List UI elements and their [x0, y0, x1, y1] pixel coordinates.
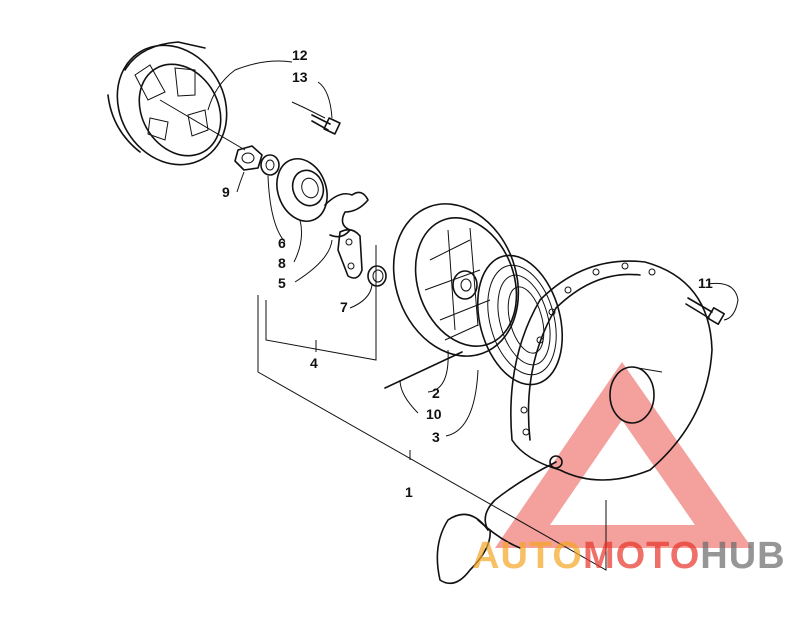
part-recoil-spring [476, 254, 564, 386]
callout-6: 6 [278, 235, 286, 251]
callout-labels: 12 13 9 6 8 5 7 4 2 10 3 1 11 [222, 47, 713, 500]
watermark-hub: HUB [700, 535, 785, 577]
part-friction-plate-8 [276, 158, 328, 222]
callout-3: 3 [432, 429, 440, 445]
svg-text:AUTOMOTOHUB: AUTOMOTOHUB [472, 535, 786, 577]
callout-2: 2 [432, 385, 440, 401]
callout-1: 1 [405, 484, 413, 500]
leader-lines [159, 60, 739, 571]
part-starter-cup [107, 41, 228, 166]
part-bolt-11 [685, 297, 725, 325]
watermark-triangle [495, 362, 752, 548]
callout-7: 7 [340, 299, 348, 315]
part-rope-reel [384, 203, 520, 389]
part-recoil-housing [510, 260, 713, 481]
part-spring-7 [367, 265, 387, 287]
callout-10: 10 [426, 406, 442, 422]
part-washer-6 [260, 154, 280, 176]
part-spring-clip-5 [324, 191, 369, 238]
part-ratchet-pawl [337, 228, 363, 279]
watermark-logo [495, 362, 752, 548]
watermark-moto: MOTO [583, 535, 700, 577]
part-starter-rope-handle [436, 461, 557, 585]
callout-12: 12 [292, 47, 308, 63]
watermark-wordmark: AUTOMOTOHUB [472, 535, 786, 577]
callout-13: 13 [292, 69, 308, 85]
callout-8: 8 [278, 255, 286, 271]
callout-5: 5 [278, 275, 286, 291]
callout-11: 11 [698, 275, 713, 291]
callout-4: 4 [310, 355, 318, 371]
part-nut-9 [234, 145, 263, 171]
part-bolt-13 [311, 114, 341, 135]
watermark-auto: AUTO [472, 535, 583, 577]
callout-9: 9 [222, 184, 230, 200]
